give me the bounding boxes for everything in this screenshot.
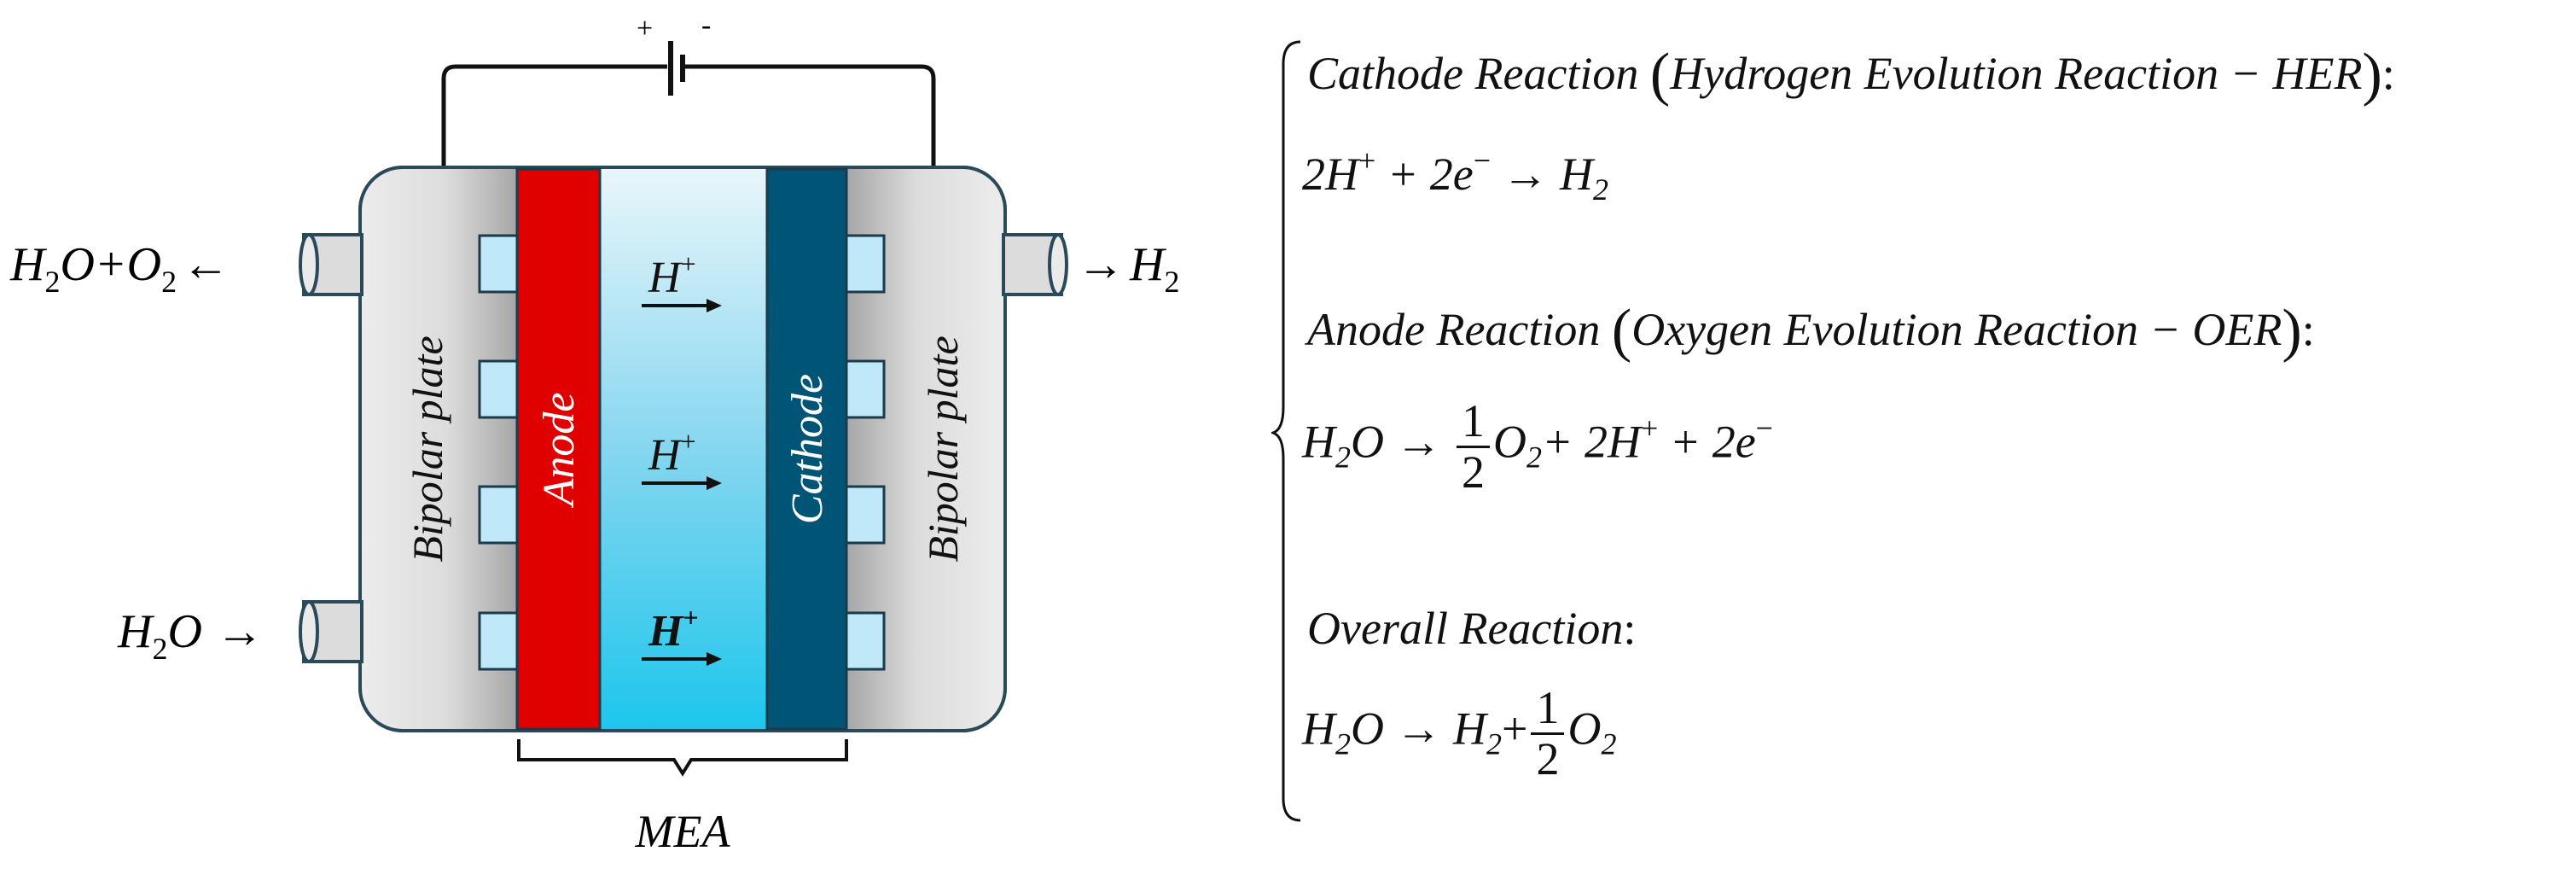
right-bipolar-plate xyxy=(846,169,1003,729)
outlet-port-left xyxy=(299,233,363,296)
flow-channel xyxy=(845,485,886,545)
membrane xyxy=(600,169,767,729)
flow-channel xyxy=(478,234,519,294)
outlet-left-label: H2O+O2← xyxy=(9,238,230,299)
flow-channel xyxy=(845,359,886,419)
anode-label: Anode xyxy=(535,393,584,509)
left-curly-brace xyxy=(1271,40,1301,822)
mea-brace xyxy=(517,739,848,777)
flow-channel xyxy=(845,611,886,671)
left-bipolar-plate-label: Bipolar plate xyxy=(404,335,451,562)
inlet-port-left xyxy=(299,600,363,663)
svg-text:H+: H+ xyxy=(648,426,696,480)
reaction-equations-panel: Cathode Reaction (Hydrogen Evolution Rea… xyxy=(1271,38,2568,824)
battery-plus-sign: + xyxy=(637,13,653,44)
cathode-reaction-equation: 2H+ + 2e− → H2 xyxy=(1302,143,1609,207)
outlet-right-label: →H2 xyxy=(1077,238,1179,299)
cathode-reaction-heading: Cathode Reaction (Hydrogen Evolution Rea… xyxy=(1307,42,2395,108)
battery-minus-sign: - xyxy=(701,9,711,41)
flow-channel xyxy=(845,234,886,294)
anode-layer xyxy=(515,167,602,731)
flow-channel xyxy=(478,359,519,419)
circuit-wire xyxy=(441,64,936,171)
cathode-layer xyxy=(765,167,848,731)
flow-channel xyxy=(478,485,519,545)
outlet-port-right xyxy=(1002,233,1068,296)
left-bipolar-plate xyxy=(362,169,517,729)
flow-channel xyxy=(478,611,519,671)
svg-text:H+: H+ xyxy=(648,602,699,656)
mea-label: MEA xyxy=(635,806,731,857)
svg-text:H+: H+ xyxy=(648,248,696,302)
inlet-left-label: H2O→ xyxy=(117,605,264,666)
electrolyzer-cell-diagram: + - Bipolar plate Bipolar plate Anode Ca… xyxy=(9,9,1179,857)
proton-arrow: H+ xyxy=(642,426,722,490)
proton-arrow: H+ xyxy=(642,248,722,312)
overall-reaction-heading: Overall Reaction: xyxy=(1307,603,1637,654)
right-bipolar-plate-label: Bipolar plate xyxy=(919,335,967,562)
cathode-label: Cathode xyxy=(783,374,832,524)
anode-reaction-heading: Anode Reaction (Oxygen Evolution Reactio… xyxy=(1307,298,2315,364)
proton-arrow: H+ xyxy=(642,602,722,666)
